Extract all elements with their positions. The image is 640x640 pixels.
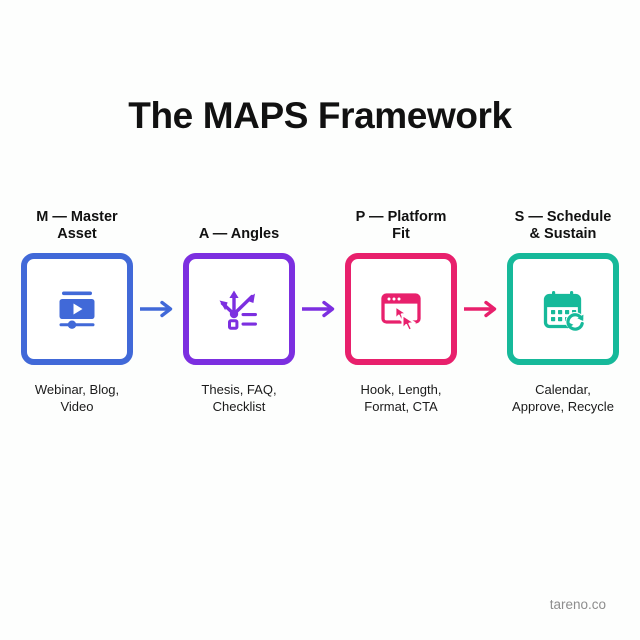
step-label: A — Angles xyxy=(198,226,280,242)
arrow-right-icon xyxy=(302,299,338,319)
flow-connector xyxy=(301,253,339,365)
step-label: S — Schedule & Sustain xyxy=(514,209,612,242)
video-player-icon xyxy=(50,282,104,336)
step-card xyxy=(183,253,295,365)
arrow-right-icon xyxy=(140,299,176,319)
flow-connector xyxy=(463,253,501,365)
page-title: The MAPS Framework xyxy=(128,95,512,136)
browser-cursor-icon xyxy=(374,282,428,336)
step-label: M — Master Asset xyxy=(36,209,118,242)
watermark: tareno.co xyxy=(549,597,606,612)
step-caption: Webinar, Blog, Video xyxy=(34,382,120,414)
flow-step-master-asset: M — Master Asset Webinar, Blog, Video xyxy=(15,205,139,415)
flow-connector xyxy=(139,253,177,365)
step-card xyxy=(21,253,133,365)
step-card xyxy=(507,253,619,365)
flow-step-angles: A — Angles xyxy=(177,205,301,415)
branching-arrows-icon xyxy=(212,282,266,336)
calendar-refresh-icon xyxy=(536,282,590,336)
step-caption: Thesis, FAQ, Checklist xyxy=(201,382,277,414)
step-caption: Hook, Length, Format, CTA xyxy=(360,382,442,414)
arrow-right-icon xyxy=(464,299,500,319)
flow-step-schedule-sustain: S — Schedule & Sustain xyxy=(501,205,625,415)
flow-step-platform-fit: P — Platform Fit Hook, Length, Forma xyxy=(339,205,463,415)
maps-flow: M — Master Asset Webinar, Blog, Video xyxy=(0,205,640,415)
step-caption: Calendar, Approve, Recycle xyxy=(512,382,614,414)
step-card xyxy=(345,253,457,365)
step-label: P — Platform Fit xyxy=(355,209,447,242)
